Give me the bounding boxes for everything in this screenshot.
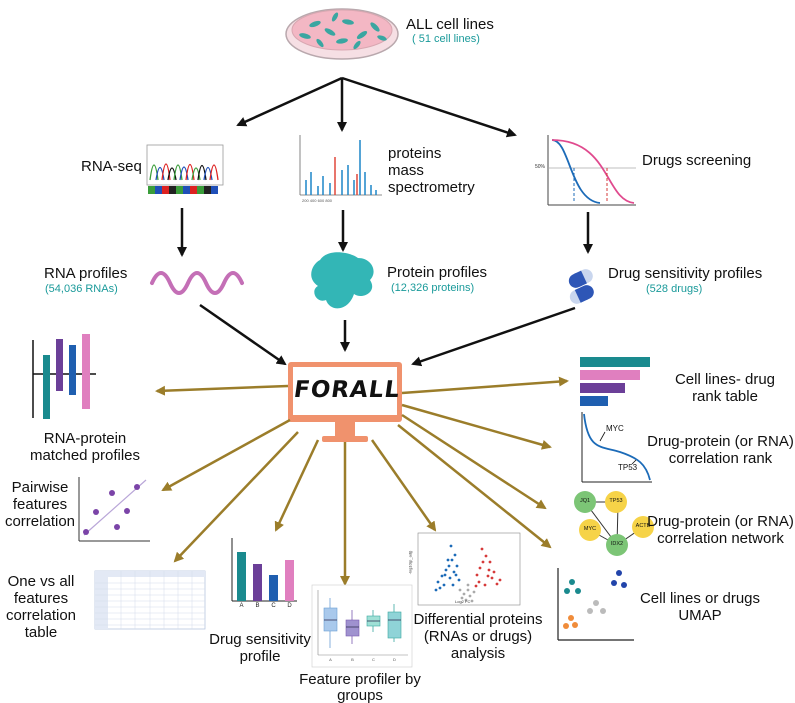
- proteins-ms-line-2: mass: [388, 162, 424, 179]
- bar-label-c: C: [271, 603, 276, 609]
- umap-line-1: Cell lines or drugs: [639, 590, 761, 607]
- one-vs-all-line-2: features: [13, 590, 69, 607]
- volcano-y-axis: -log10(p_adj): [407, 550, 413, 575]
- rna-profiles-title: RNA profiles: [44, 265, 128, 282]
- proteins-ms-label: proteins mass spectrometry: [388, 145, 475, 196]
- box-label-c: C: [372, 657, 375, 662]
- boxplot-icon: [311, 584, 413, 668]
- rank-table-line-1: Cell lines- drug: [674, 371, 776, 388]
- bar-label-b: B: [255, 603, 260, 609]
- correlation-rank-label: Drug-protein (or RNA) correlation rank: [646, 433, 795, 467]
- one-vs-all-label: One vs all features correlation table: [0, 573, 82, 641]
- node-idx2: IDX2: [610, 541, 624, 547]
- volcano-x-axis: Log2 FC: [455, 599, 471, 604]
- chart-tick-50: 50%: [535, 164, 546, 170]
- box-label-b: B: [351, 657, 354, 662]
- correlation-rank-curve-icon: [581, 412, 652, 483]
- drug-profiles-count: (528 drugs): [646, 283, 703, 295]
- protein-profiles-title: Protein profiles: [387, 264, 488, 281]
- network-icon: [574, 491, 654, 556]
- forall-logo: FORALL: [292, 377, 402, 403]
- top-count: ( 51 cell lines): [412, 33, 480, 45]
- pairwise-line-1: Pairwise: [11, 479, 69, 496]
- bar-label-d: D: [287, 603, 292, 609]
- bar-label-a: A: [239, 603, 244, 609]
- drug-sensitivity-label: Drug sensitivity profile: [196, 631, 324, 665]
- corr-rank-line-2: correlation rank: [668, 450, 773, 467]
- differential-line-1: Differential proteins: [413, 611, 543, 628]
- proteins-ms-line-3: spectrometry: [388, 179, 475, 196]
- petri-dish-icon: [285, 8, 399, 60]
- correlation-network-label: Drug-protein (or RNA) correlation networ…: [646, 513, 795, 547]
- arrows-data-generation: [177, 76, 593, 367]
- rank-table-label: Cell lines- drug rank table: [660, 371, 790, 405]
- umap-icon: [557, 568, 634, 641]
- pairwise-line-2: features: [12, 496, 68, 513]
- node-myc: MYC: [583, 526, 597, 532]
- matched-line-1: RNA-protein: [43, 430, 127, 447]
- rank-table-bars-icon: [580, 357, 650, 406]
- differential-line-3: analysis: [450, 645, 506, 662]
- scatter-correlation-icon: [78, 477, 150, 542]
- pairwise-label: Pairwise features correlation: [0, 479, 80, 530]
- node-tp53: TP53: [609, 498, 623, 504]
- drug-sens-line-1: Drug sensitivity: [209, 631, 311, 648]
- node-jq1: JQ1: [579, 498, 591, 504]
- matched-profiles-label: RNA-protein matched profiles: [15, 430, 155, 464]
- corr-network-line-1: Drug-protein (or RNA): [647, 513, 794, 530]
- differential-line-2: (RNAs or drugs): [423, 628, 533, 645]
- mass-spectrum-icon: 200 400 600 800: [299, 135, 382, 203]
- protein-profiles-count: (12,326 proteins): [391, 282, 475, 294]
- tp53-rank-label: TP53: [618, 463, 638, 472]
- rna-seq-label: RNA-seq: [81, 158, 142, 175]
- drugs-screening-label: Drugs screening: [642, 152, 752, 169]
- volcano-plot-icon: [417, 532, 521, 606]
- arrows-outputs: [155, 376, 569, 586]
- corr-rank-line-1: Drug-protein (or RNA): [647, 433, 794, 450]
- proteins-ms-line-1: proteins: [388, 145, 442, 162]
- top-title: ALL cell lines: [406, 16, 494, 33]
- protein-blob-icon: [311, 252, 374, 309]
- drug-sens-line-2: profile: [239, 648, 281, 665]
- rank-table-line-2: rank table: [692, 388, 758, 405]
- differential-label: Differential proteins (RNAs or drugs) an…: [413, 611, 543, 662]
- dose-response-chart-icon: [547, 135, 636, 206]
- chromatogram-icon: [146, 144, 224, 194]
- rna-wave-icon: [150, 271, 244, 295]
- matched-line-2: matched profiles: [29, 447, 141, 464]
- pills-icon: [568, 269, 594, 304]
- node-actb: ACTB: [635, 523, 651, 529]
- one-vs-all-line-4: table: [24, 624, 58, 641]
- umap-label: Cell lines or drugs UMAP: [630, 590, 770, 624]
- one-vs-all-line-3: correlation: [5, 607, 77, 624]
- drug-sensitivity-bar-icon: [231, 538, 297, 602]
- corr-network-line-2: correlation network: [657, 530, 784, 547]
- feature-profiler-line-1: Feature profiler by: [299, 671, 421, 688]
- feature-profiler-label: Feature profiler by groups: [290, 672, 430, 703]
- box-label-d: D: [393, 657, 396, 662]
- monitor-icon: [288, 362, 402, 442]
- svg-text:200 400 600 800: 200 400 600 800: [302, 198, 333, 203]
- pairwise-line-3: correlation: [4, 513, 76, 530]
- umap-line-2: UMAP: [678, 607, 722, 624]
- matched-profiles-icon: [32, 334, 96, 419]
- one-vs-all-line-1: One vs all: [7, 573, 75, 590]
- myc-rank-label: MYC: [606, 424, 624, 433]
- drug-profiles-title: Drug sensitivity profiles: [608, 265, 763, 282]
- correlation-table-icon: [94, 570, 206, 630]
- feature-profiler-line-2: groups: [337, 687, 383, 703]
- box-label-a: A: [329, 657, 332, 662]
- rna-profiles-count: (54,036 RNAs): [45, 283, 118, 295]
